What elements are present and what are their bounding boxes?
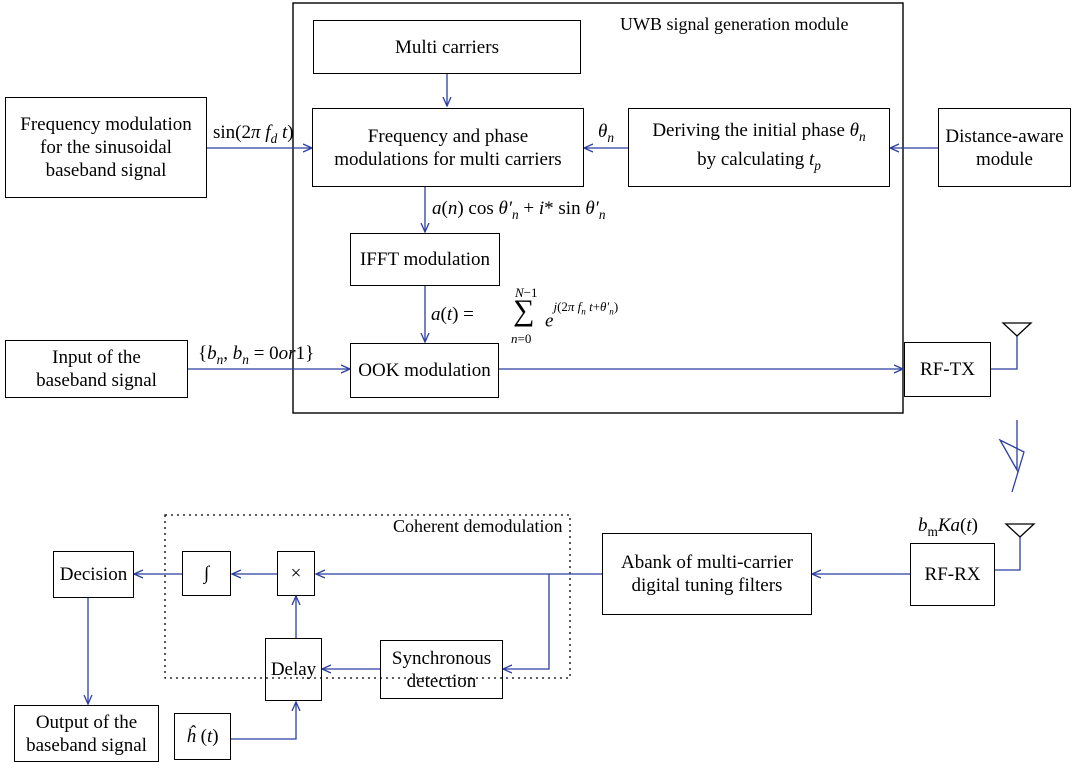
filter-bank-line2: digital tuning filters (631, 575, 783, 596)
filter-bank-line1: Abank of multi-carrier (621, 552, 793, 573)
ifft-label: IFFT modulation (359, 249, 491, 270)
delay-block: Delay (265, 638, 322, 701)
arrow-branch-to-sync (503, 574, 550, 669)
freq-mod-line3: baseband signal (45, 160, 167, 181)
sin-signal-label: sin(2π fd t) (213, 122, 294, 146)
sync-line1: Synchronous (391, 647, 492, 669)
theta-n-label: θn (598, 121, 614, 145)
decision-block: Decision (53, 551, 134, 598)
output-line2: baseband signal (26, 734, 147, 756)
deriving-line1: Deriving the initial phase θn (652, 119, 866, 144)
integrator-block: ∫ (182, 551, 231, 596)
multiplier-symbol: × (290, 563, 302, 584)
rf-rx-block: RF-RX (910, 543, 995, 606)
a-n-expression: a(n) cos θ′n + i* sin θ′n (432, 198, 606, 222)
deriving-line2: by calculating tp (697, 148, 821, 173)
b-n-expression: {bn, bn = 0or1} (198, 343, 315, 367)
deriving-phase-block: Deriving the initial phase θn by calcula… (628, 108, 890, 187)
input-line2: baseband signal (36, 370, 157, 391)
input-line1: Input of the (52, 347, 141, 368)
rx-antenna-icon (1004, 523, 1036, 538)
freq-phase-mod-block: Frequency and phase modulations for mult… (312, 108, 584, 187)
coherent-module-frame (164, 514, 571, 679)
rfrx-antenna-feed (995, 537, 1021, 571)
h-hat-label: ĥ (t) (186, 726, 219, 747)
tx-antenna-icon (1001, 322, 1033, 337)
freq-phase-line2: modulations for multi carriers (334, 148, 562, 170)
rf-rx-label: RF-RX (924, 564, 981, 585)
rx-signal-label: bmKa(t) (918, 515, 978, 539)
sync-detection-block: Synchronous detection (380, 640, 503, 699)
h-hat-block: ĥ (t) (174, 713, 231, 760)
wireless-link (998, 420, 1025, 493)
rf-tx-label: RF-TX (920, 359, 975, 380)
coherent-module-title: Coherent demodulation (393, 516, 563, 536)
distance-aware-block: Distance-aware module (938, 108, 1071, 187)
arrow-hhat-to-delay (231, 702, 296, 740)
output-line1: Output of the (35, 711, 138, 733)
input-baseband-block: Input of the baseband signal (5, 340, 188, 398)
multi-carriers-block: Multi carriers (313, 20, 581, 74)
distance-aware-line1: Distance-aware (945, 125, 1064, 147)
rftx-antenna-feed (991, 335, 1018, 370)
ook-block: OOK modulation (350, 343, 499, 398)
sync-line2: detection (406, 670, 477, 692)
freq-mod-line1: Frequency modulation (20, 114, 192, 135)
ook-label: OOK modulation (358, 360, 491, 381)
uwb-module-title: UWB signal generation module (620, 14, 849, 34)
delay-label: Delay (270, 659, 317, 680)
multi-carriers-label: Multi carriers (395, 36, 499, 58)
rf-tx-block: RF-TX (904, 342, 991, 397)
ifft-block: IFFT modulation (350, 233, 500, 286)
integrator-symbol: ∫ (203, 563, 210, 584)
output-baseband-block: Output of the baseband signal (14, 705, 159, 762)
multiplier-block: × (277, 551, 315, 596)
filter-bank-block: Abank of multi-carrier digital tuning fi… (602, 533, 812, 615)
distance-aware-line2: module (976, 148, 1033, 170)
freq-phase-line1: Frequency and phase (367, 125, 529, 147)
freq-mod-sinusoidal-block: Frequency modulation for the sinusoidal … (5, 97, 207, 198)
uwb-module-frame (292, 2, 904, 414)
decision-label: Decision (59, 564, 128, 585)
freq-mod-line2: for the sinusoidal (40, 137, 172, 158)
